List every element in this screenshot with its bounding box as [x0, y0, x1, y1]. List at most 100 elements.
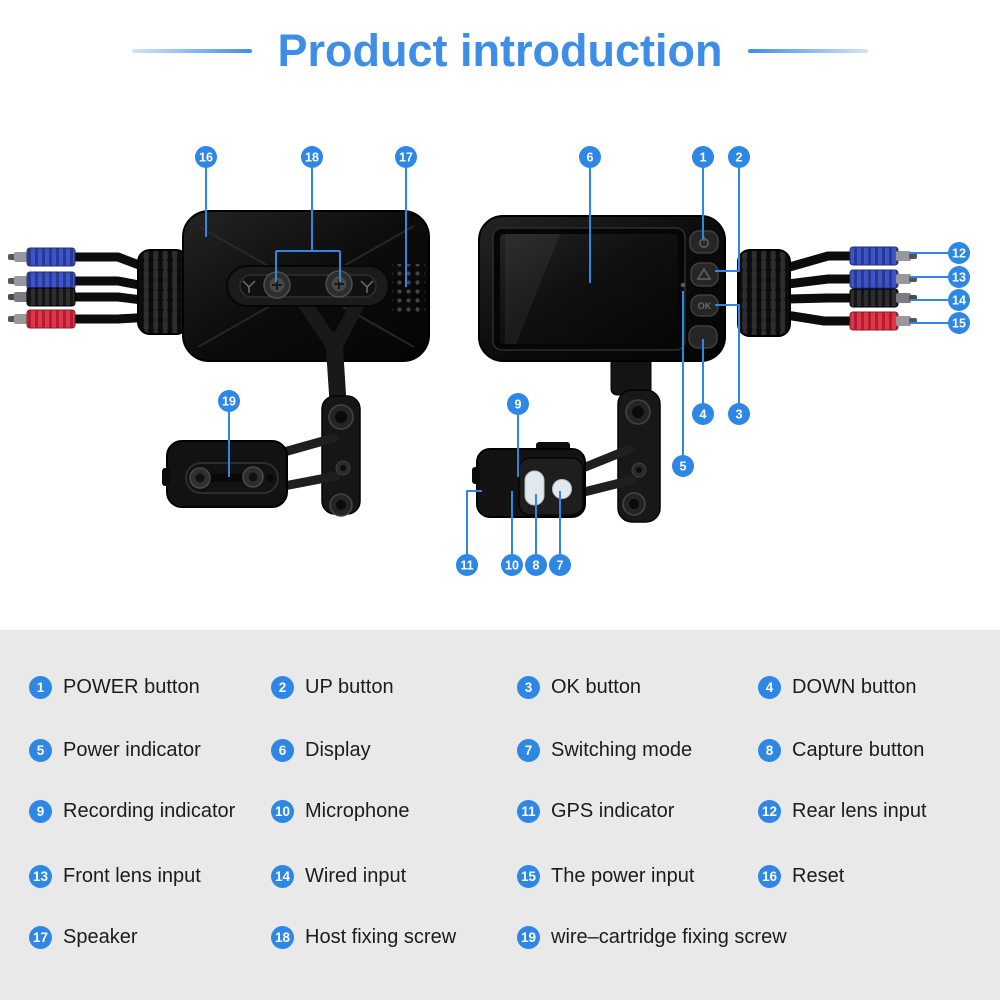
legend-item-label: DOWN button — [792, 676, 917, 698]
callout-number: 18 — [305, 151, 319, 165]
callout-badge-8: 8 — [525, 554, 547, 576]
callout-number: 11 — [460, 559, 473, 573]
front-lens-input-connector-icon — [849, 269, 917, 289]
power-input-connector-icon — [849, 311, 917, 331]
legend-item-16: 16 Reset — [758, 865, 844, 888]
legend-item-4: 4 DOWN button — [758, 676, 916, 699]
power-indicator-led — [680, 282, 686, 288]
callout-number: 10 — [505, 559, 519, 573]
ok-button-label: OK — [698, 301, 712, 311]
wired-input-connector-icon — [849, 288, 917, 308]
side-buttons: OK — [688, 230, 719, 349]
callout-circle — [948, 266, 970, 288]
legend-item-label: Reset — [792, 865, 845, 887]
callout-number: 9 — [515, 398, 522, 412]
callout-badge-11: 11 — [456, 554, 478, 576]
callout-circle — [692, 146, 714, 168]
legend-number-badge: 2 — [271, 676, 294, 699]
callout-badge-7: 7 — [549, 554, 571, 576]
callout-badge-1: 1 — [692, 146, 714, 168]
capture-button — [524, 470, 545, 506]
remote-notch — [472, 467, 480, 484]
legend-item-label: Rear lens input — [792, 800, 927, 822]
callout-badge-10: 10 — [501, 554, 523, 576]
cartridge-fixing-screw-right — [242, 466, 264, 488]
front-view-unit: OK — [472, 215, 917, 523]
callout-number: 12 — [952, 247, 966, 261]
legend-item-12: 12 Rear lens input — [758, 800, 927, 823]
legend-number-badge: 4 — [758, 676, 781, 699]
legend-number-badge: 17 — [29, 926, 52, 949]
front-linkage-bars — [573, 444, 637, 498]
legend-number-badge: 18 — [271, 926, 294, 949]
front-arm-screws — [622, 399, 651, 516]
callout-circle — [728, 146, 750, 168]
legend-number-badge: 19 — [517, 926, 540, 949]
callout-circle — [948, 289, 970, 311]
legend-item-label: Capture button — [792, 739, 925, 761]
mode-button — [552, 479, 572, 499]
callout-circle — [218, 390, 240, 412]
legend-number-badge: 1 — [29, 676, 52, 699]
legend-number-badge: 7 — [517, 739, 540, 762]
up-button — [690, 262, 719, 287]
callout-line-3 — [715, 304, 740, 403]
legend-item-label: POWER button — [63, 676, 200, 698]
speaker-grille — [392, 264, 425, 312]
screen-reflection — [505, 234, 560, 344]
wire-cartridge-bar — [208, 474, 248, 482]
legend-item-label: wire–cartridge fixing screw — [551, 926, 787, 948]
callout-circle — [672, 455, 694, 477]
rear-mount-arm — [296, 294, 366, 411]
callout-badge-5: 5 — [672, 455, 694, 477]
callout-number: 6 — [587, 151, 594, 165]
mount-bracket-slot — [239, 274, 377, 298]
legend-number-badge: 16 — [758, 865, 781, 888]
title-rule-right — [748, 48, 869, 53]
legend-item-9: 9 Recording indicator — [29, 800, 235, 823]
callout-circle — [692, 403, 714, 425]
legend-item-label: Power indicator — [63, 739, 201, 761]
title-section: Product introduction — [0, 26, 1000, 76]
callout-badge-14: 14 — [948, 289, 970, 311]
callout-badge-9: 9 — [507, 393, 529, 415]
legend-number-badge: 3 — [517, 676, 540, 699]
callout-badge-12: 12 — [948, 242, 970, 264]
callout-badge-13: 13 — [948, 266, 970, 288]
callout-badge-4: 4 — [692, 403, 714, 425]
callout-badge-6: 6 — [579, 146, 601, 168]
legend-item-label: Switching mode — [551, 739, 693, 761]
callout-number: 15 — [952, 317, 966, 331]
wire-cartridge-notch — [162, 468, 170, 486]
display-screen — [500, 234, 678, 344]
legend-number-badge: 5 — [29, 739, 52, 762]
legend-item-7: 7 Switching mode — [517, 739, 692, 762]
callout-circle — [948, 242, 970, 264]
legend-item-label: Recording indicator — [63, 800, 236, 822]
callout-circle — [579, 146, 601, 168]
legend-number-badge: 12 — [758, 800, 781, 823]
legend-item-label: Wired input — [305, 865, 407, 887]
legend-number-badge: 9 — [29, 800, 52, 823]
rear-cable-connectors — [8, 247, 76, 329]
callout-number: 8 — [533, 559, 540, 573]
legend-item-label: OK button — [551, 676, 642, 698]
callout-circle — [525, 554, 547, 576]
legend-item-5: 5 Power indicator — [29, 739, 201, 762]
connector-blue-top-icon — [8, 247, 76, 267]
callout-badge-3: 3 — [728, 403, 750, 425]
legend-number-badge: 10 — [271, 800, 294, 823]
callout-badge-2: 2 — [728, 146, 750, 168]
wire-cartridge-slot — [185, 462, 279, 494]
